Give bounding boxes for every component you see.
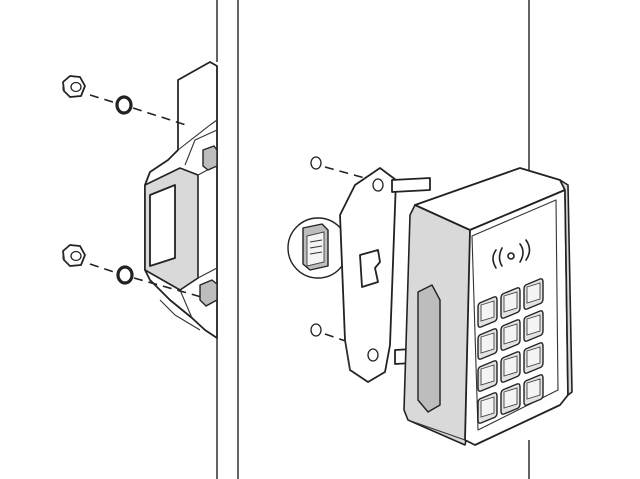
keypad-key-face bbox=[503, 323, 518, 345]
keypad-key-face bbox=[503, 387, 518, 409]
keypad-key-face bbox=[526, 282, 541, 304]
keypad-key-face bbox=[526, 378, 541, 400]
keypad-key-face bbox=[503, 291, 518, 313]
rear-mounting-bracket bbox=[144, 61, 218, 339]
upper-hex-nut-icon bbox=[62, 75, 86, 98]
door-panel-edges bbox=[216, 0, 530, 479]
lower-hex-nut-icon bbox=[62, 244, 86, 267]
keypad-keys bbox=[477, 278, 544, 424]
keypad-key-face bbox=[503, 355, 518, 377]
left-alignment-lines bbox=[89, 94, 206, 299]
keypad-key-face bbox=[480, 332, 495, 354]
keypad-key-face bbox=[526, 314, 541, 336]
door-mounting-holes bbox=[310, 156, 322, 337]
keypad-key-face bbox=[480, 300, 495, 322]
rfid-wave-icon bbox=[492, 239, 531, 269]
keypad-key-face bbox=[480, 396, 495, 418]
lower-washer-icon bbox=[116, 265, 134, 285]
right-alignment-lines bbox=[324, 166, 373, 351]
cable-connector bbox=[287, 217, 349, 279]
keypad-key-face bbox=[480, 364, 495, 386]
mounting-plate bbox=[339, 167, 397, 383]
upper-washer-icon bbox=[115, 95, 133, 115]
keypad-key-face bbox=[526, 346, 541, 368]
